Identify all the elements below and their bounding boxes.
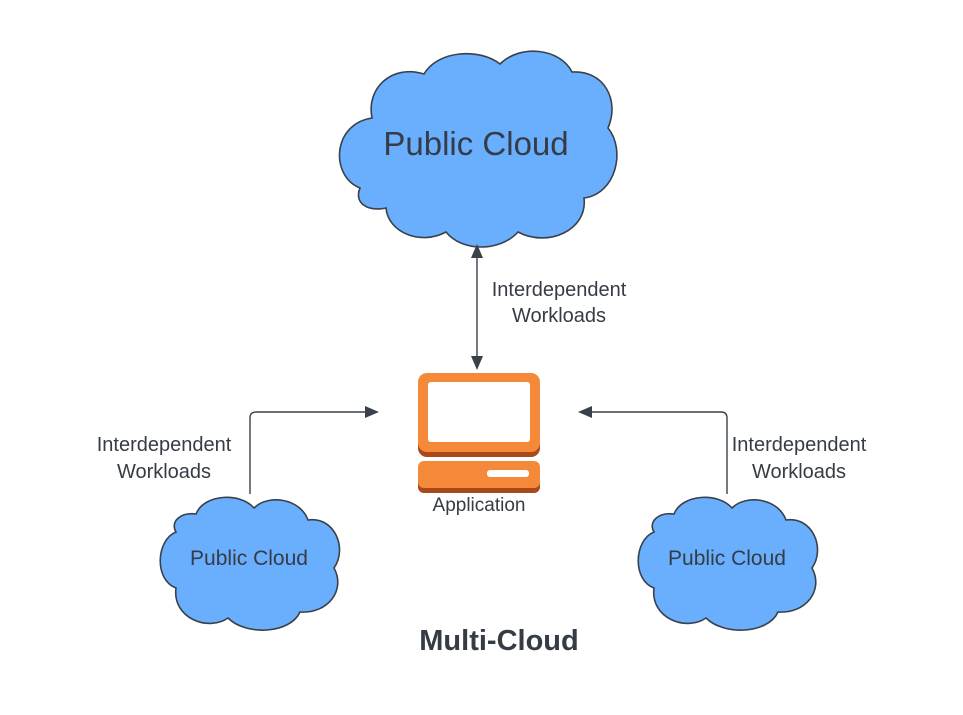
left-cloud-node: Public Cloud xyxy=(159,496,341,631)
arrow-right-icon xyxy=(365,406,379,418)
application-node: Application xyxy=(418,373,540,516)
left-connector: Interdependent Workloads xyxy=(97,406,379,494)
right-cloud-label: Public Cloud xyxy=(668,547,786,570)
top-connector: Interdependent Workloads xyxy=(471,244,627,370)
left-connector-label-line1: Interdependent xyxy=(97,434,232,456)
desktop-computer-icon xyxy=(418,373,540,493)
application-label: Application xyxy=(433,495,526,516)
arrow-up-icon xyxy=(471,244,483,258)
monitor-screen xyxy=(428,382,530,442)
diagram-title: Multi-Cloud xyxy=(419,625,578,657)
right-cloud-node: Public Cloud xyxy=(637,496,819,631)
cloud-icon xyxy=(338,50,618,248)
right-connector: Interdependent Workloads xyxy=(578,406,867,494)
top-connector-label-line2: Workloads xyxy=(512,305,606,327)
left-connector-label-line2: Workloads xyxy=(117,461,211,483)
right-connector-label-line2: Workloads xyxy=(752,461,846,483)
right-connector-line xyxy=(592,411,728,494)
cloud-icon xyxy=(637,496,819,631)
left-connector-line xyxy=(249,411,366,494)
cloud-icon xyxy=(159,496,341,631)
left-cloud-label: Public Cloud xyxy=(190,547,308,570)
arrow-down-icon xyxy=(471,356,483,370)
right-connector-label-line1: Interdependent xyxy=(732,434,867,456)
base-body xyxy=(418,461,540,488)
top-connector-label-line1: Interdependent xyxy=(492,279,627,301)
top-cloud-label: Public Cloud xyxy=(383,125,568,162)
arrow-left-icon xyxy=(578,406,592,418)
base-slot xyxy=(487,470,529,477)
top-cloud-node: Public Cloud xyxy=(338,50,618,248)
